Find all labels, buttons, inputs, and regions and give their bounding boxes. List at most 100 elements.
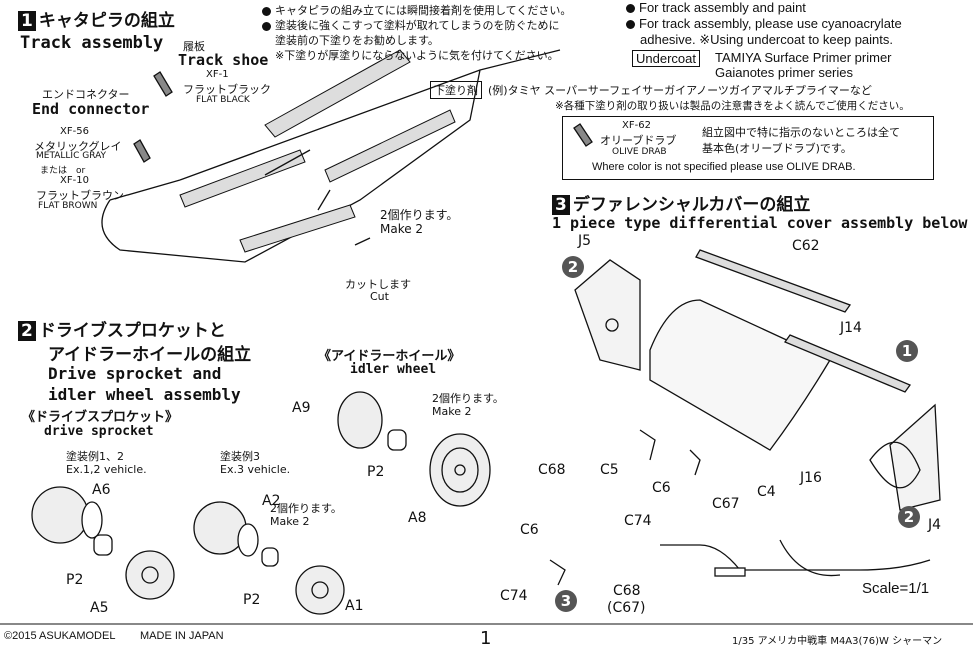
step2-title-jp2: アイドラーホイールの組立 [48, 345, 252, 365]
part-c74: C74 [624, 513, 652, 529]
ex3-en: Ex.3 vehicle. [220, 463, 291, 476]
drive-sprocket-jp: 《ドライブスプロケット》 [22, 410, 179, 425]
step2-title-en1: Drive sprocket and [48, 364, 222, 383]
part-c4: C4 [757, 484, 776, 500]
end-connector-en: End connector [32, 100, 150, 118]
xf56-jp: メタリックグレイ [34, 140, 122, 153]
note-jp-3: 塗装前の下塗りをお勧めします。 [275, 34, 439, 47]
color-note-jp-2: 基本色(オリーブドラブ)です。 [702, 142, 852, 155]
scale-label: Scale=1/1 [862, 580, 930, 597]
part-c67-b: (C67) [607, 600, 646, 616]
scale-inset [660, 539, 931, 577]
or-text: または or [40, 166, 86, 176]
part-c68-b: C68 [613, 583, 641, 599]
color-note-jp-1: 組立図中で特に指示のないところは全て [702, 126, 900, 139]
note-jp-2-text: 塗装後に強くこすって塗料が取れてしまうのを防ぐために [275, 19, 560, 32]
note-en-1-text: For track assembly and paint [639, 0, 806, 15]
step1-title-jp: キャタピラの組立 [38, 11, 175, 31]
differential-cover-drawing [549, 249, 941, 586]
xf1-en: FLAT BLACK [196, 95, 250, 105]
ex12-jp: 塗装例1、2 [66, 450, 124, 463]
note-jp-2: 塗装後に強くこすって塗料が取れてしまうのを防ぐために [262, 17, 559, 33]
xf56-code: XF-56 [60, 126, 89, 137]
xf10-code: XF-10 [60, 175, 89, 186]
step1-title-en: Track assembly [20, 33, 164, 53]
undercoat-en-2: Gaianotes primer series [715, 65, 853, 80]
callout-2-j5: 2 [562, 256, 584, 278]
part-c74-b: C74 [500, 588, 528, 604]
ex3-jp: 塗装例3 [220, 450, 260, 463]
step1-number: 1 [18, 11, 36, 31]
idler-wheel-jp: 《アイドラーホイール》 [318, 349, 461, 364]
part-p2-c: P2 [367, 464, 385, 480]
ex12-en: Ex.1,2 vehicle. [66, 463, 147, 476]
color-note-en: Where color is not specified please use … [592, 161, 856, 173]
part-j5: J5 [578, 233, 592, 249]
idler-wheel-en: idler wheel [350, 362, 437, 377]
note-jp-1: キャタピラの組み立てには瞬間接着剤を使用してください。 [262, 2, 571, 18]
drive-sprocket-en: drive sprocket [44, 424, 154, 439]
part-c67: C67 [712, 496, 740, 512]
part-j16: J16 [800, 470, 822, 486]
track-shoe-strip-upper [179, 49, 456, 253]
sprocket-make2-en: Make 2 [270, 515, 310, 528]
step3-title-jp: デファレンシャルカバーの組立 [572, 195, 811, 215]
idler-make2-en: Make 2 [432, 405, 472, 418]
drive-sprocket-drawing-ex3 [193, 501, 345, 615]
color-note-box [562, 116, 934, 180]
step3-number: 3 [552, 195, 570, 215]
part-c62: C62 [792, 238, 820, 254]
step2-title-jp1: ドライブスプロケットと [38, 321, 226, 341]
part-c68: C68 [538, 462, 566, 478]
part-a2: A2 [262, 493, 281, 509]
paint-brush-icon [133, 71, 593, 163]
track-make2-en: Make 2 [380, 222, 424, 236]
undercoat-en-1: TAMIYA Surface Primer primer [715, 50, 892, 65]
part-c6: C6 [652, 480, 671, 496]
part-a9: A9 [292, 400, 311, 416]
part-p2-a: P2 [66, 572, 84, 588]
note-jp-4: ※下塗りが厚塗りにならないように気を付けてください。 [275, 49, 559, 62]
xf1-code: XF-1 [206, 69, 229, 80]
footer-product: 1/35 アメリカ中戦車 M4A3(76)W シャーマン [732, 636, 943, 647]
primer-note-jp: ※各種下塗り剤の取り扱いは製品の注意書きをよく読んでご使用ください。 [555, 100, 910, 112]
drive-sprocket-drawing [31, 486, 175, 600]
xf62-en: OLIVE DRAB [612, 147, 667, 157]
step2-number: 2 [18, 321, 36, 341]
xf62-jp: オリーブドラブ [600, 134, 677, 147]
part-a1: A1 [345, 598, 364, 614]
step2-title-en2: idler wheel assembly [48, 385, 241, 404]
footer-copyright: ©2015 ASUKAMODEL [4, 630, 116, 642]
sprocket-make2-jp: 2個作ります。 [270, 502, 342, 515]
end-connector-jp: エンドコネクター [42, 88, 130, 101]
step3-title-en: 1 piece type differential cover assembly… [552, 214, 968, 232]
callout-3: 3 [555, 590, 577, 612]
xf10-jp: フラットブラウン [36, 189, 124, 202]
callout-1-j14: 1 [896, 340, 918, 362]
part-a5: A5 [90, 600, 109, 616]
xf62-code: XF-62 [622, 120, 651, 131]
track-shoe-jp: 履板 [183, 40, 205, 53]
undercoat-label: Undercoat [632, 50, 700, 67]
xf10-en: FLAT BROWN [38, 201, 98, 211]
cut-jp: カットします [345, 278, 411, 291]
note-en-3: adhesive. ※Using undercoat to keep paint… [640, 32, 893, 47]
part-j4: J4 [928, 517, 942, 533]
part-j14: J14 [840, 320, 862, 336]
idler-make2-jp: 2個作ります。 [432, 392, 504, 405]
xf56-en: METALLIC GRAY [36, 151, 107, 161]
footer-made-in: MADE IN JAPAN [140, 630, 224, 642]
note-en-2-text: For track assembly, please use cyanoacry… [639, 16, 902, 31]
part-c5: C5 [600, 462, 619, 478]
note-jp-1-text: キャタピラの組み立てには瞬間接着剤を使用してください。 [275, 4, 572, 17]
primer-jp: (例)タミヤ スーパーサーフェイサーガイアノーツガイアマルチプライマーなど [488, 84, 872, 97]
arrow [264, 149, 311, 176]
part-p2-b: P2 [243, 592, 261, 608]
footer-page-number: 1 [480, 628, 492, 649]
part-c6-b: C6 [520, 522, 539, 538]
callout-2-j4: 2 [898, 506, 920, 528]
